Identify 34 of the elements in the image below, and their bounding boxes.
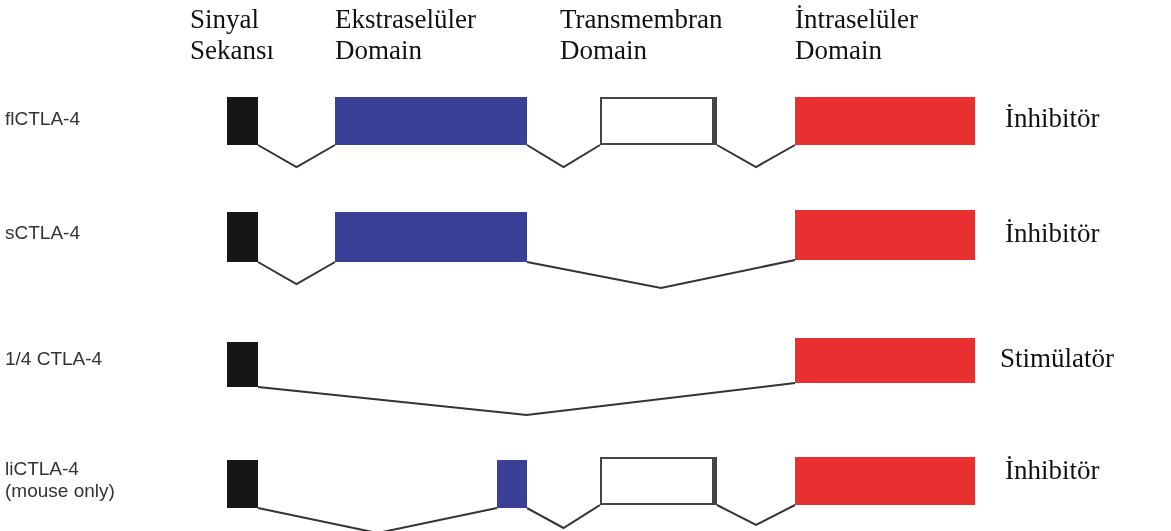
function-label: İnhibitör	[1005, 103, 1100, 133]
exon-block	[795, 210, 975, 260]
splice-line	[257, 144, 336, 169]
splice-line	[526, 259, 796, 290]
splice-line	[526, 144, 601, 169]
splice-line	[257, 382, 796, 416]
exon-block	[600, 457, 717, 505]
splice-line	[526, 504, 601, 530]
splice-line	[257, 507, 498, 531]
exon-block	[795, 338, 975, 383]
function-label: İnhibitör	[1005, 218, 1100, 248]
exon-block	[600, 97, 717, 145]
exon-block	[497, 460, 527, 508]
exon-block	[227, 212, 258, 262]
isoform-label: liCTLA-4 (mouse only)	[5, 458, 115, 501]
exon-block	[227, 342, 258, 387]
exon-block	[227, 97, 258, 145]
column-heading: İntraselüler Domain	[795, 4, 918, 66]
function-label: İnhibitör	[1005, 455, 1100, 485]
splice-line	[716, 144, 796, 169]
exon-block	[795, 97, 975, 145]
exon-block	[795, 457, 975, 505]
column-heading: Sinyal Sekansı	[190, 4, 274, 66]
isoform-label: sCTLA-4	[5, 222, 80, 243]
exon-block	[335, 97, 527, 145]
function-label: Stimülatör	[1000, 343, 1114, 373]
isoform-label: 1/4 CTLA-4	[5, 348, 103, 369]
column-heading: Transmembran Domain	[560, 4, 723, 66]
column-heading: Ekstraselüler Domain	[335, 4, 476, 66]
splice-line	[716, 504, 796, 527]
isoform-label: flCTLA-4	[5, 108, 80, 129]
exon-block	[335, 212, 527, 262]
splice-line	[257, 261, 336, 286]
exon-block	[227, 460, 258, 508]
